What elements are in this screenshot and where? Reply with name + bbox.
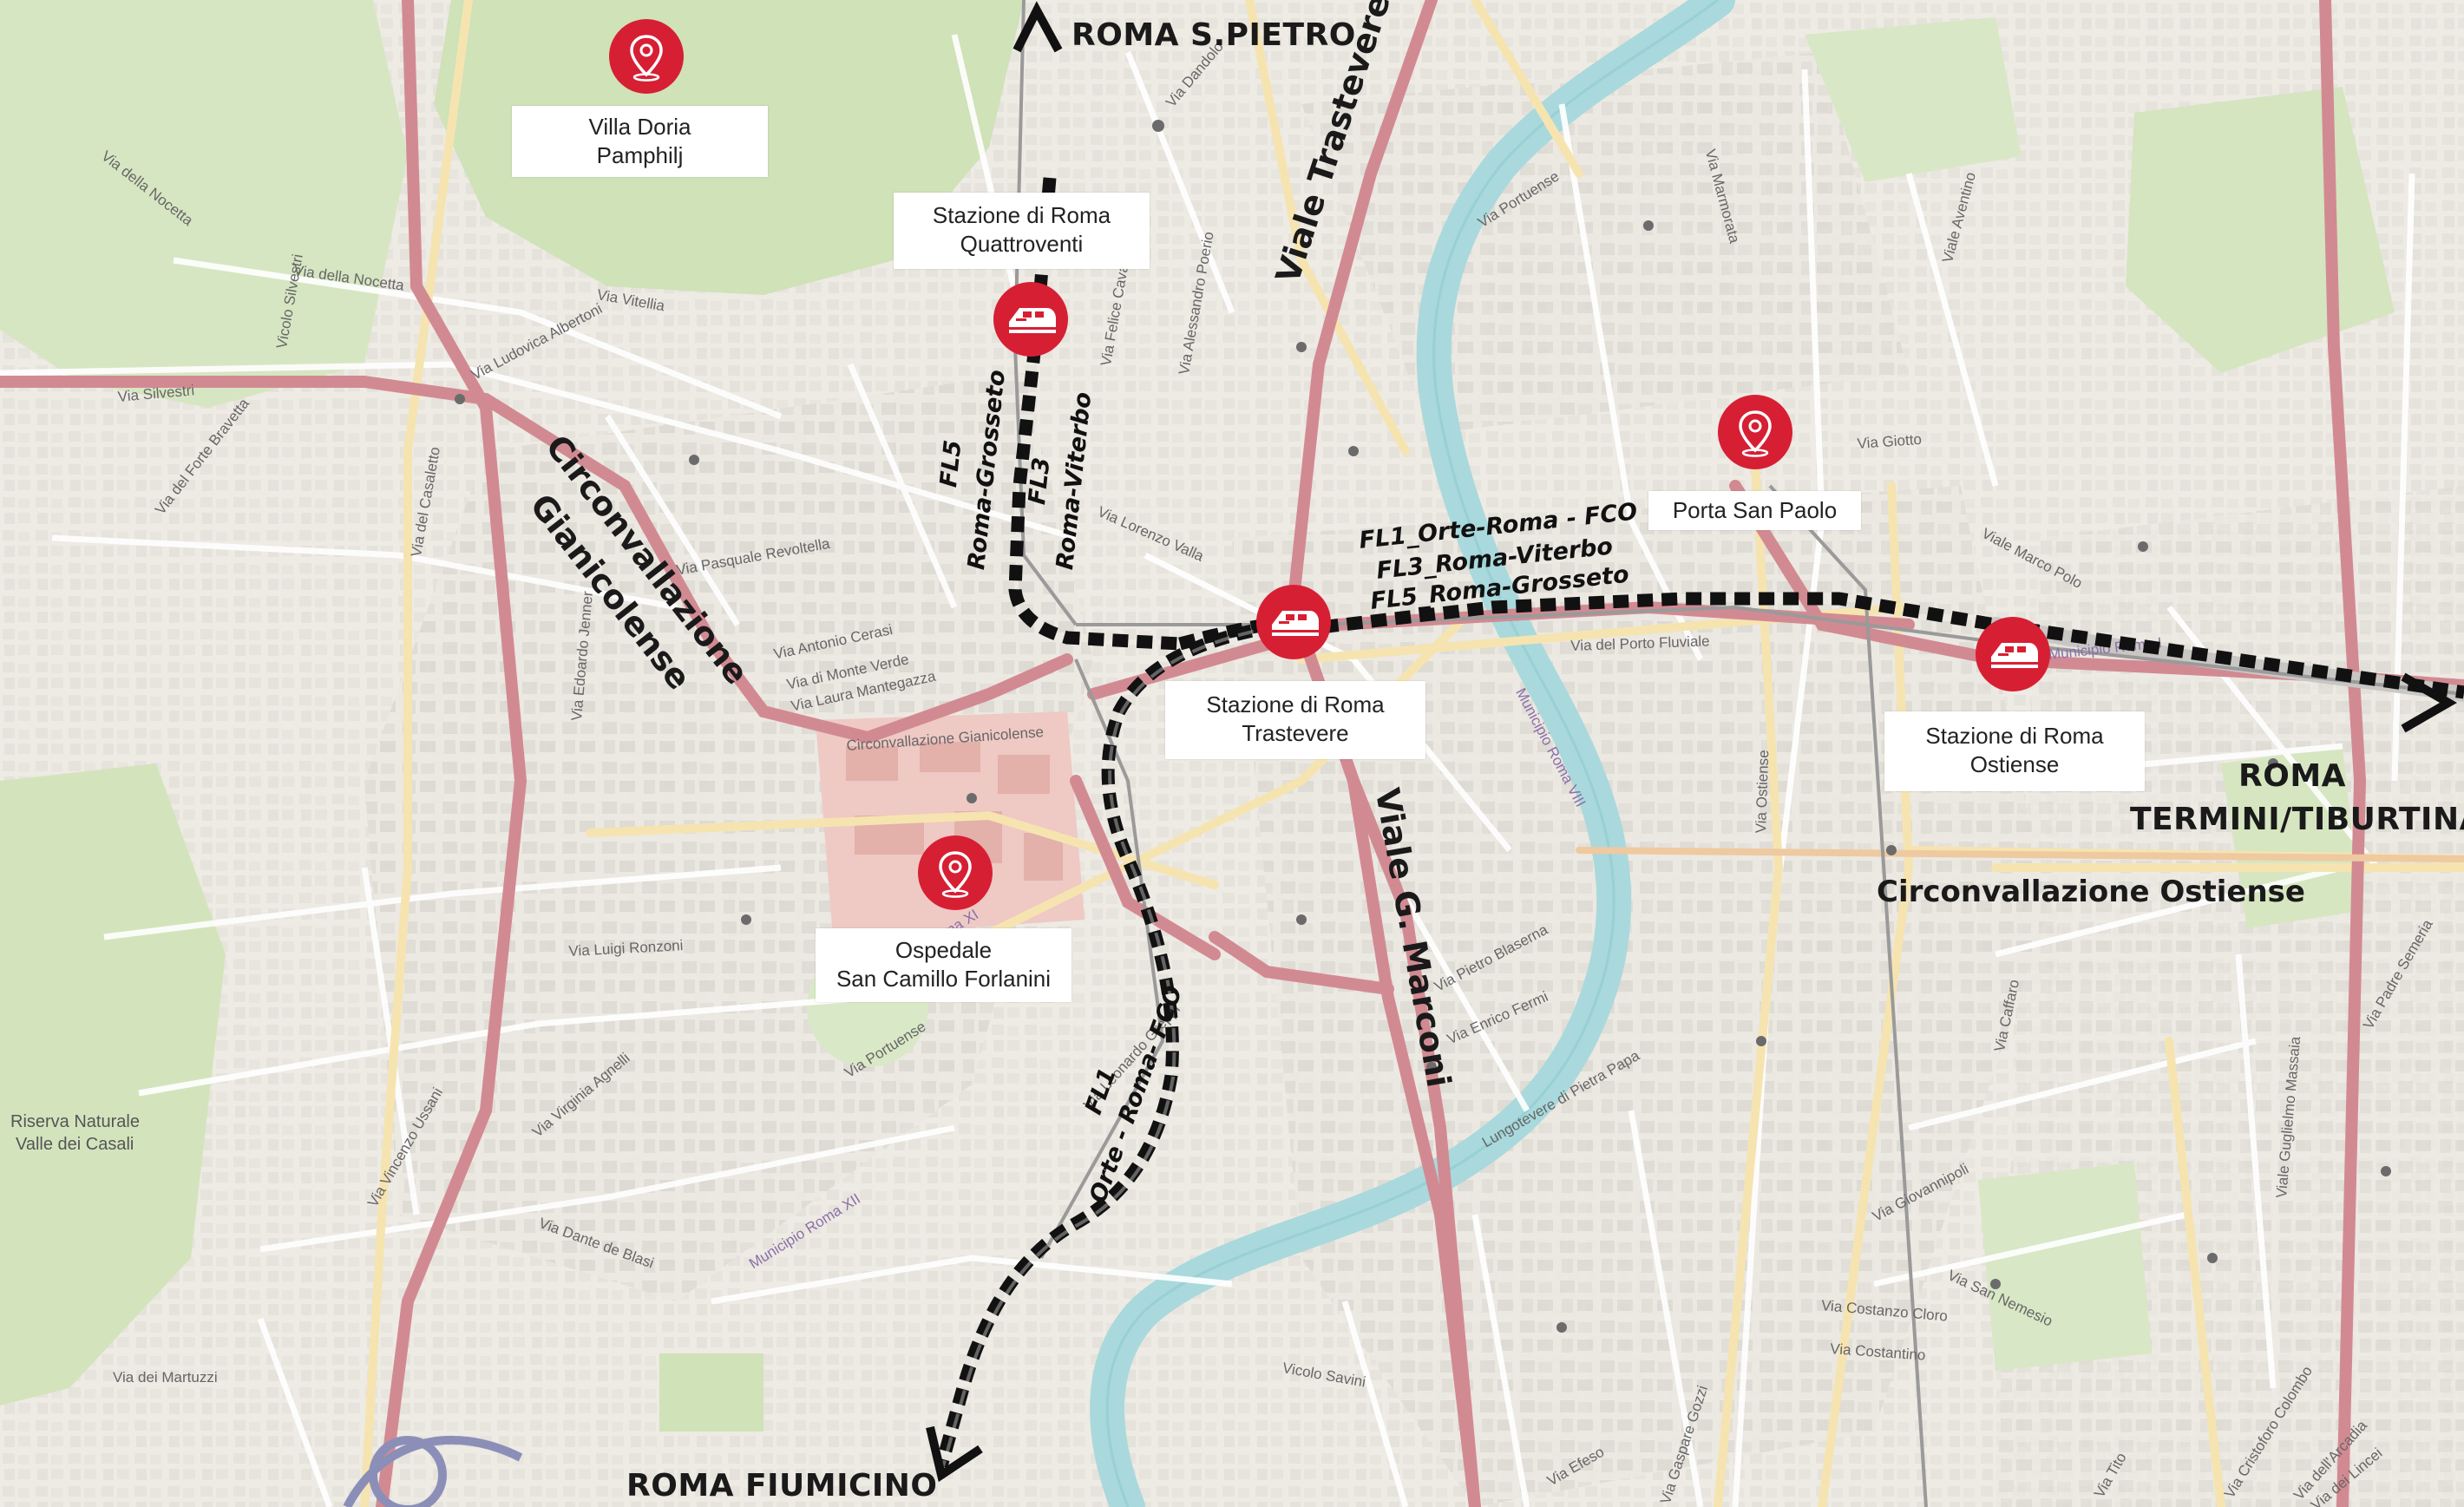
location-pin-icon [939, 851, 972, 898]
station-label-line: Ostiense [1969, 751, 2060, 777]
station-label-quattroventi: Stazione di Roma Quattroventi [894, 193, 1150, 269]
train-icon [1272, 611, 1319, 636]
station-label-line: Stazione di Roma [1925, 723, 2104, 749]
poi-label-line: San Camillo Forlanini [836, 966, 1052, 992]
poi-label-villa-doria-pamphilj: Villa Doria Pamphilj [512, 106, 768, 177]
poi-label-line: Ospedale [895, 937, 993, 963]
rail-label-fl5: FL5 [935, 438, 967, 489]
station-label-line: Trastevere [1242, 720, 1349, 746]
destination-roma-termini: TERMINI/TIBURTINA [2130, 802, 2464, 837]
station-marker-quattroventi[interactable] [993, 282, 1068, 357]
station-label-line: Stazione di Roma [1206, 691, 1385, 717]
station-label-line: Stazione di Roma [932, 202, 1111, 228]
poi-label-line: Villa Doria [588, 114, 691, 140]
poi-marker-villa-doria-pamphilj[interactable] [609, 19, 684, 94]
destination-roma-fiumicino: ROMA FIUMICINO [626, 1468, 938, 1504]
poi-label-porta-san-paolo: Porta San Paolo [1648, 491, 1861, 530]
station-marker-trastevere[interactable] [1256, 585, 1331, 659]
station-label-trastevere: Stazione di Roma Trastevere [1165, 681, 1425, 759]
poi-marker-porta-san-paolo[interactable] [1718, 395, 1792, 469]
arrowhead-southwest [926, 1425, 983, 1483]
train-icon [1991, 643, 2038, 668]
arrowhead-north [1012, 1, 1063, 53]
destination-roma-termini: ROMA [2238, 758, 2347, 794]
poi-label-line: Pamphilj [596, 142, 684, 168]
location-pin-icon [630, 35, 663, 82]
poi-marker-ospedale-san-camillo[interactable] [918, 835, 993, 910]
destination-roma-san-pietro: ROMA S.PIETRO [1071, 17, 1356, 53]
rail-line-fl1 [934, 619, 1277, 1469]
station-label-ostiense: Stazione di Roma Ostiense [1884, 711, 2145, 791]
location-pin-icon [1739, 410, 1772, 457]
rail-line-fl3-fl5-north [1008, 177, 1181, 651]
poi-label-line: Porta San Paolo [1672, 497, 1838, 523]
rail-label-fl3: FL3 [1024, 455, 1056, 507]
road-label-circ-ostiense: Circonvallazione Ostiense [1877, 875, 2305, 909]
arrowhead-east [2401, 672, 2458, 733]
poi-label-ospedale-san-camillo: Ospedale San Camillo Forlanini [816, 928, 1071, 1002]
area-label: Riserva Naturale [10, 1112, 140, 1131]
area-label: Valle dei Casali [16, 1135, 134, 1154]
street-label: Via dei Martuzzi [113, 1369, 218, 1386]
station-label-line: Quattroventi [960, 231, 1084, 257]
train-icon [1009, 308, 1056, 333]
station-marker-ostiense[interactable] [1976, 617, 2050, 691]
